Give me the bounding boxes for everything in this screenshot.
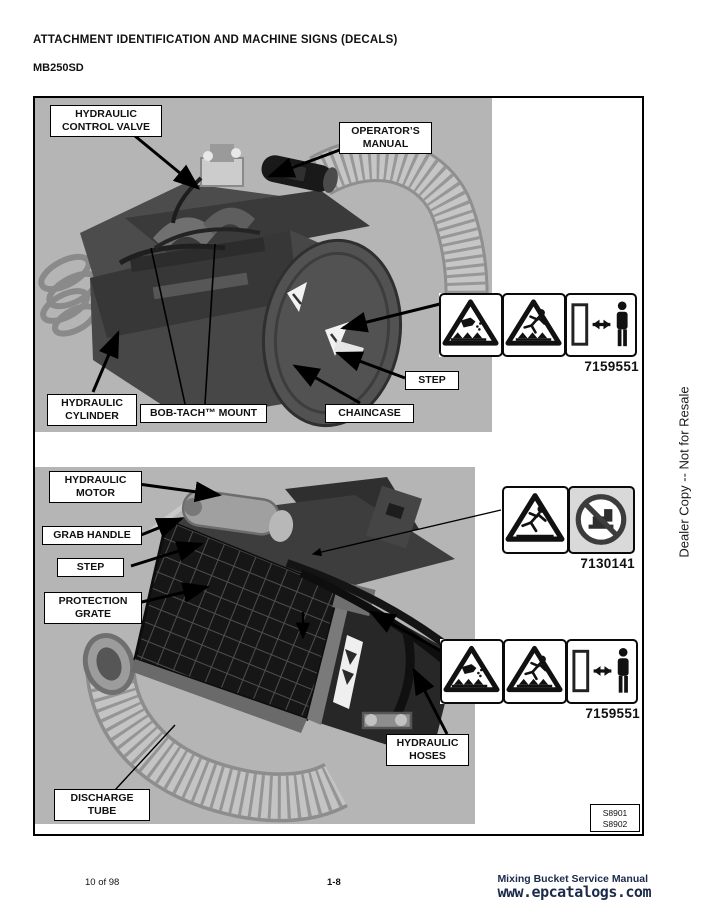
decal-number-bottom: 7159551 <box>585 706 640 721</box>
decal-7130141 <box>502 486 635 554</box>
decal-strip-7159551-bottom <box>440 639 640 704</box>
decal-number-top: 7159551 <box>584 359 639 374</box>
decal-number-7130141: 7130141 <box>580 556 635 571</box>
fall-warning-icon <box>503 639 567 704</box>
callout-hydraulic-hoses: HYDRAULIC HOSES <box>386 734 469 766</box>
footer-page-count: 10 of 98 <box>85 877 120 888</box>
photo-reference-codes: S8901 S8902 <box>590 804 640 832</box>
keep-away-icon <box>565 293 637 357</box>
callout-operators-manual: OPERATOR’S MANUAL <box>339 122 432 154</box>
callout-grab-handle: GRAB HANDLE <box>42 526 142 545</box>
model-number: MB250SD <box>33 62 84 74</box>
figure-frame: HYDRAULIC CONTROL VALVE OPERATOR’S MANUA… <box>33 96 644 836</box>
crush-warning-icon <box>440 639 504 704</box>
mixing-bucket-rear-illustration <box>82 477 457 823</box>
crush-warning-icon <box>439 293 503 357</box>
callout-chaincase: CHAINCASE <box>325 404 414 423</box>
footer-manual-title: Mixing Bucket Service Manual <box>497 873 648 885</box>
callout-protection-grate: PROTECTION GRATE <box>44 592 142 624</box>
callout-hydraulic-motor: HYDRAULIC MOTOR <box>49 471 142 503</box>
callout-step-bottom: STEP <box>57 558 124 577</box>
footer-watermark: www.epcatalogs.com <box>497 883 651 901</box>
fall-warning-icon <box>502 486 569 554</box>
discharge-tube-graphic <box>82 633 348 823</box>
photo-bottom-mixing-bucket <box>35 467 475 824</box>
page-title: ATTACHMENT IDENTIFICATION AND MACHINE SI… <box>33 34 398 46</box>
fall-warning-icon <box>502 293 566 357</box>
callout-step-top: STEP <box>405 371 459 390</box>
callout-discharge-tube: DISCHARGE TUBE <box>54 789 150 821</box>
no-step-icon <box>568 486 635 554</box>
callout-hydraulic-control-valve: HYDRAULIC CONTROL VALVE <box>50 105 162 137</box>
decal-strip-7159551-top <box>439 293 639 357</box>
keep-away-icon <box>566 639 638 704</box>
corner-decal-graphic <box>333 635 363 709</box>
callout-bob-tach-mount: BOB-TACH™ MOUNT <box>140 404 267 423</box>
callout-hydraulic-cylinder: HYDRAULIC CYLINDER <box>47 394 137 426</box>
dealer-copy-note: Dealer Copy -- Not for Resale <box>676 386 692 558</box>
footer-section-page: 1-8 <box>327 877 341 888</box>
